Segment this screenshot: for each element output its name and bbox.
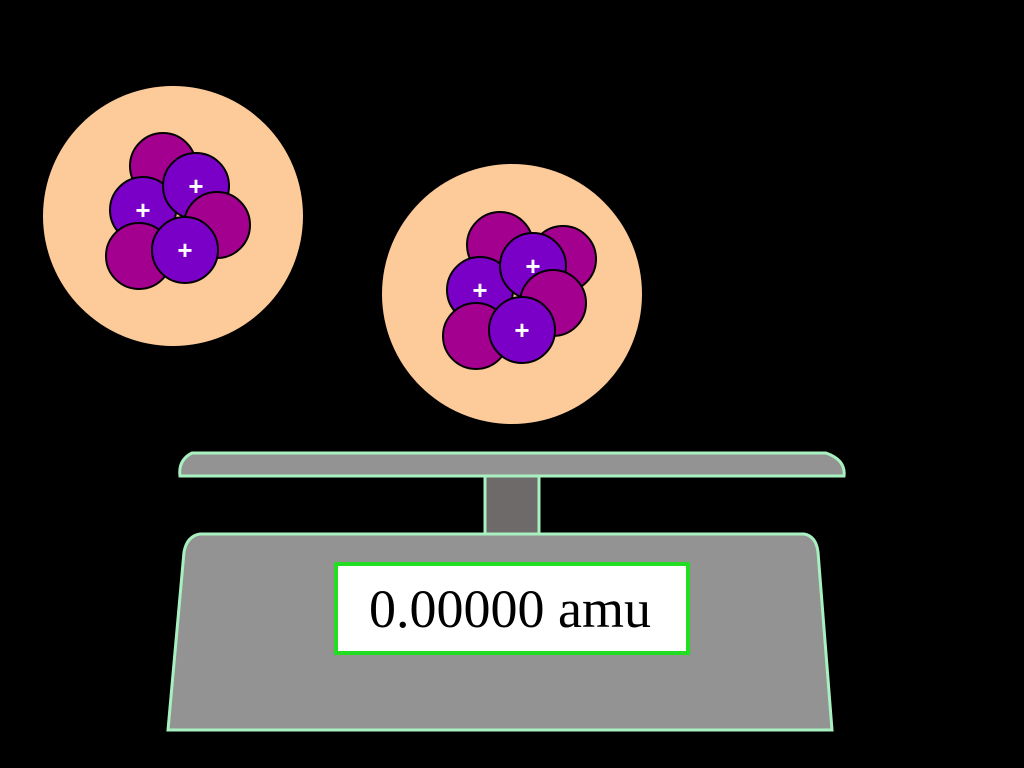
- proton-circle: [488, 296, 556, 364]
- positive-charge-label: +: [188, 171, 203, 201]
- nucleus: +++: [442, 211, 597, 370]
- scale-reading: 0.00000 amu: [369, 579, 651, 639]
- nucleus: + + +: [105, 132, 251, 290]
- scale-pan: [178, 451, 846, 478]
- atom-1: + + +: [43, 86, 303, 346]
- positive-charge-label: +: [472, 275, 487, 305]
- proton-particle: +: [151, 216, 219, 284]
- proton-circle: [151, 216, 219, 284]
- proton-particle: +: [488, 296, 556, 364]
- scale-stem: [483, 470, 541, 538]
- positive-charge-label: +: [135, 195, 150, 225]
- positive-charge-label: +: [514, 315, 529, 345]
- scale: 0.00000 amu: [166, 451, 846, 732]
- scale-display: [334, 562, 690, 655]
- atom-2: +++: [382, 164, 642, 424]
- positive-charge-label: +: [177, 235, 192, 265]
